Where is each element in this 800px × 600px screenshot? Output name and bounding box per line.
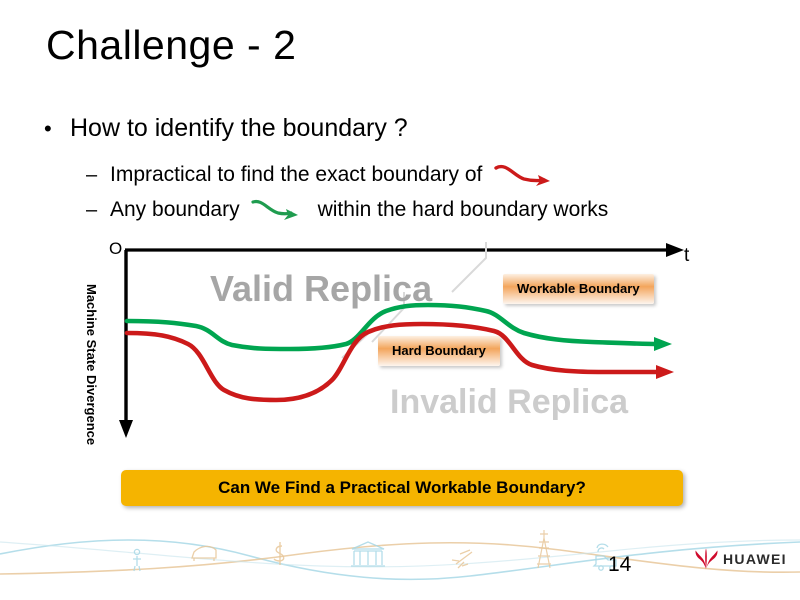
airplane-icon (451, 549, 473, 569)
page-title: Challenge - 2 (46, 22, 297, 68)
page-number: 14 (608, 553, 632, 576)
red-curved-arrow-icon (492, 160, 556, 190)
tower-icon (537, 530, 551, 569)
bullet-marker-dash-2: – (86, 198, 98, 221)
cta-banner-text: Can We Find a Practical Workable Boundar… (218, 478, 586, 497)
bullet-sub-1-text: Impractical to find the exact boundary o… (110, 163, 483, 186)
huawei-flower-icon (695, 548, 718, 569)
footer-decoration (0, 520, 800, 600)
bullet-sub-1: – Impractical to find the exact boundary… (86, 160, 556, 190)
person-icon (133, 548, 141, 572)
vehicle-signal-icon (592, 543, 617, 571)
huawei-wordmark: HUAWEI (723, 551, 787, 567)
cta-banner: Can We Find a Practical Workable Boundar… (121, 470, 683, 506)
bullet-main: • How to identify the boundary ? (44, 114, 408, 143)
bullet-sub-2-text-before: Any boundary (110, 198, 240, 221)
divergence-chart (0, 232, 800, 452)
callout-hard-boundary: Hard Boundary (378, 336, 500, 366)
y-axis-label: Machine State Divergence (84, 284, 99, 446)
x-axis-label: t (684, 245, 690, 266)
bullet-marker-dot: • (44, 116, 52, 141)
bullet-main-text: How to identify the boundary ? (70, 114, 408, 142)
bullet-marker-dash-1: – (86, 163, 98, 186)
bank-building-icon (351, 541, 385, 567)
dollar-icon (273, 542, 285, 565)
train-icon (191, 545, 217, 561)
axis-origin-label: O (109, 239, 123, 258)
bullet-sub-2: – Any boundary within the hard boundary … (86, 196, 608, 224)
huawei-logo: HUAWEI (693, 547, 789, 571)
green-curved-arrow-icon (250, 196, 306, 224)
callout-workable-boundary: Workable Boundary (503, 274, 654, 304)
bullet-sub-2-text-after: within the hard boundary works (317, 198, 609, 221)
